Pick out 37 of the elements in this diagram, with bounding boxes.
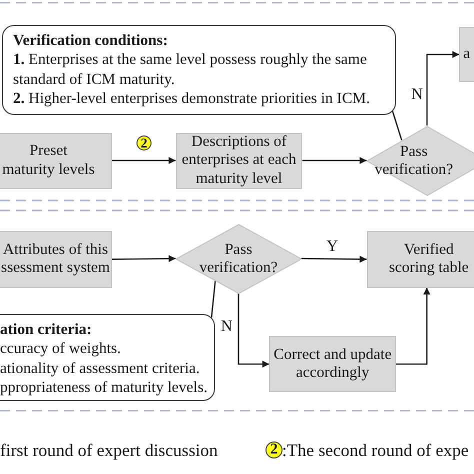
box-label: Descriptions of enterprises at each maturity level <box>180 134 298 188</box>
callout-heading: ation criteria: <box>0 321 92 338</box>
decision-diamond <box>366 126 474 196</box>
arrow <box>396 288 430 365</box>
box-label: a <box>463 45 470 64</box>
arrow <box>112 255 176 262</box>
callout-text: ccuracy of weights. <box>0 340 121 358</box>
decision-diamond <box>176 224 302 294</box>
process-box <box>366 231 474 288</box>
legend-text: first round of expert discussion <box>0 440 218 460</box>
callout-heading: Verification conditions: <box>13 32 168 48</box>
legend-text: :The second round of expe <box>282 440 469 460</box>
arrow <box>112 157 176 164</box>
number-badge: 2 <box>266 442 282 458</box>
leader-line <box>392 110 402 140</box>
box-label: Verified scoring table <box>388 240 470 278</box>
arrow <box>238 294 270 368</box>
callout-text: 1. Enterprises at the same level possess roughly the same standard of ICM maturity. <box>13 51 367 88</box>
callout-box <box>0 314 215 401</box>
box-label: Correct and update accordingly <box>272 346 393 383</box>
leader-line <box>210 280 216 318</box>
box-label: Attributes of this ssessment system <box>0 240 110 278</box>
process-box <box>459 27 474 82</box>
arrow <box>302 157 367 164</box>
callout-text: ationality of assessment criteria. <box>0 360 200 377</box>
diamond-label: Pass verification? <box>198 240 279 276</box>
callout-text: 2. Higher-level enterprises demonstrate priorities in ICM. <box>13 90 370 107</box>
process-box <box>0 231 112 288</box>
callout-box <box>2 24 396 114</box>
diamond-label: Pass verification? <box>374 142 454 178</box>
arrow <box>301 256 367 263</box>
number-badge: 2 <box>136 136 152 150</box>
callout-text: ppropriateness of maturity levels. <box>0 378 208 396</box>
arrow <box>426 51 460 126</box>
process-box <box>0 132 112 188</box>
process-box <box>269 336 396 392</box>
box-label: Preset maturity levels <box>2 142 96 179</box>
